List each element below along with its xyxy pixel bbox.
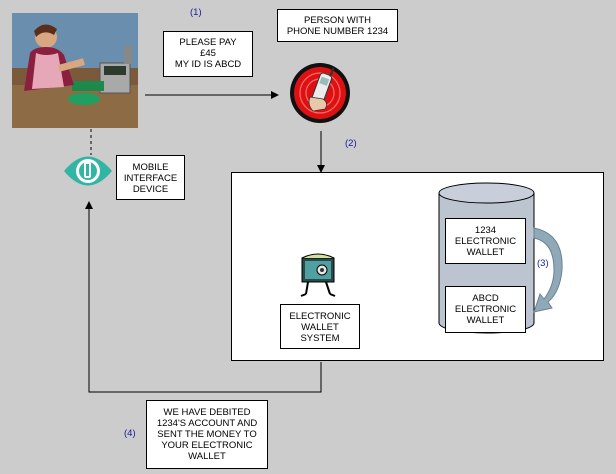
- step-number-2: (2): [345, 138, 357, 149]
- wallet-system-label-line: SYSTEM: [300, 333, 340, 344]
- wallet-system-label-line: WALLET: [301, 322, 339, 333]
- mobile-device-label-line: INTERFACE: [123, 173, 178, 184]
- step-number-1: (1): [190, 7, 202, 18]
- arrow-system-to-device: [85, 201, 322, 393]
- mobile-device-label-line: DEVICE: [132, 184, 169, 195]
- wallet-system-label-box: ELECTRONIC WALLET SYSTEM: [280, 304, 360, 349]
- wallet-abcd-line: ELECTRONIC: [454, 304, 517, 315]
- wallet-1234-line: WALLET: [466, 247, 505, 258]
- mobile-phone-icon: [285, 53, 355, 133]
- wallet-1234-line: ELECTRONIC: [454, 236, 517, 247]
- confirmation-line: YOUR ELECTRONIC: [161, 440, 253, 451]
- mobile-device-label-line: MOBILE: [132, 162, 169, 173]
- wallet-abcd-box: ABCD ELECTRONIC WALLET: [445, 286, 526, 333]
- wallet-system-label-line: ELECTRONIC: [289, 311, 351, 322]
- wallet-abcd-line: ABCD: [472, 293, 499, 304]
- transfer-curved-arrow: [532, 222, 567, 317]
- payment-request-box: PLEASE PAY £45 MY ID IS ABCD: [163, 31, 253, 77]
- wallet-1234-box: 1234 ELECTRONIC WALLET: [445, 218, 526, 264]
- merchant-picture: [12, 13, 138, 128]
- mobile-device-label-box: MOBILE INTERFACE DEVICE: [116, 155, 185, 200]
- person-label-line: PHONE NUMBER 1234: [286, 26, 389, 37]
- mobile-interface-device-icon: [62, 148, 114, 194]
- payment-request-line: PLEASE PAY: [179, 37, 237, 48]
- confirmation-line: WE HAVE DEBITED: [163, 407, 251, 418]
- person-label-box: PERSON WITH PHONE NUMBER 1234: [277, 9, 398, 42]
- wallet-abcd-line: WALLET: [466, 315, 505, 326]
- electronic-wallet-icon: [296, 250, 340, 300]
- payment-request-line: MY ID IS ABCD: [174, 59, 242, 70]
- step-number-4: (4): [124, 428, 136, 439]
- wallet-1234-line: 1234: [474, 225, 497, 236]
- confirmation-message-box: WE HAVE DEBITED 1234'S ACCOUNT AND SENT …: [146, 400, 268, 469]
- step-number-3: (3): [537, 258, 549, 269]
- person-label-line: PERSON WITH: [303, 15, 372, 26]
- payment-request-amount: £45: [200, 48, 216, 59]
- confirmation-line: SENT THE MONEY TO: [157, 429, 257, 440]
- confirmation-line: WALLET: [188, 451, 226, 462]
- confirmation-line: 1234'S ACCOUNT AND: [156, 418, 258, 429]
